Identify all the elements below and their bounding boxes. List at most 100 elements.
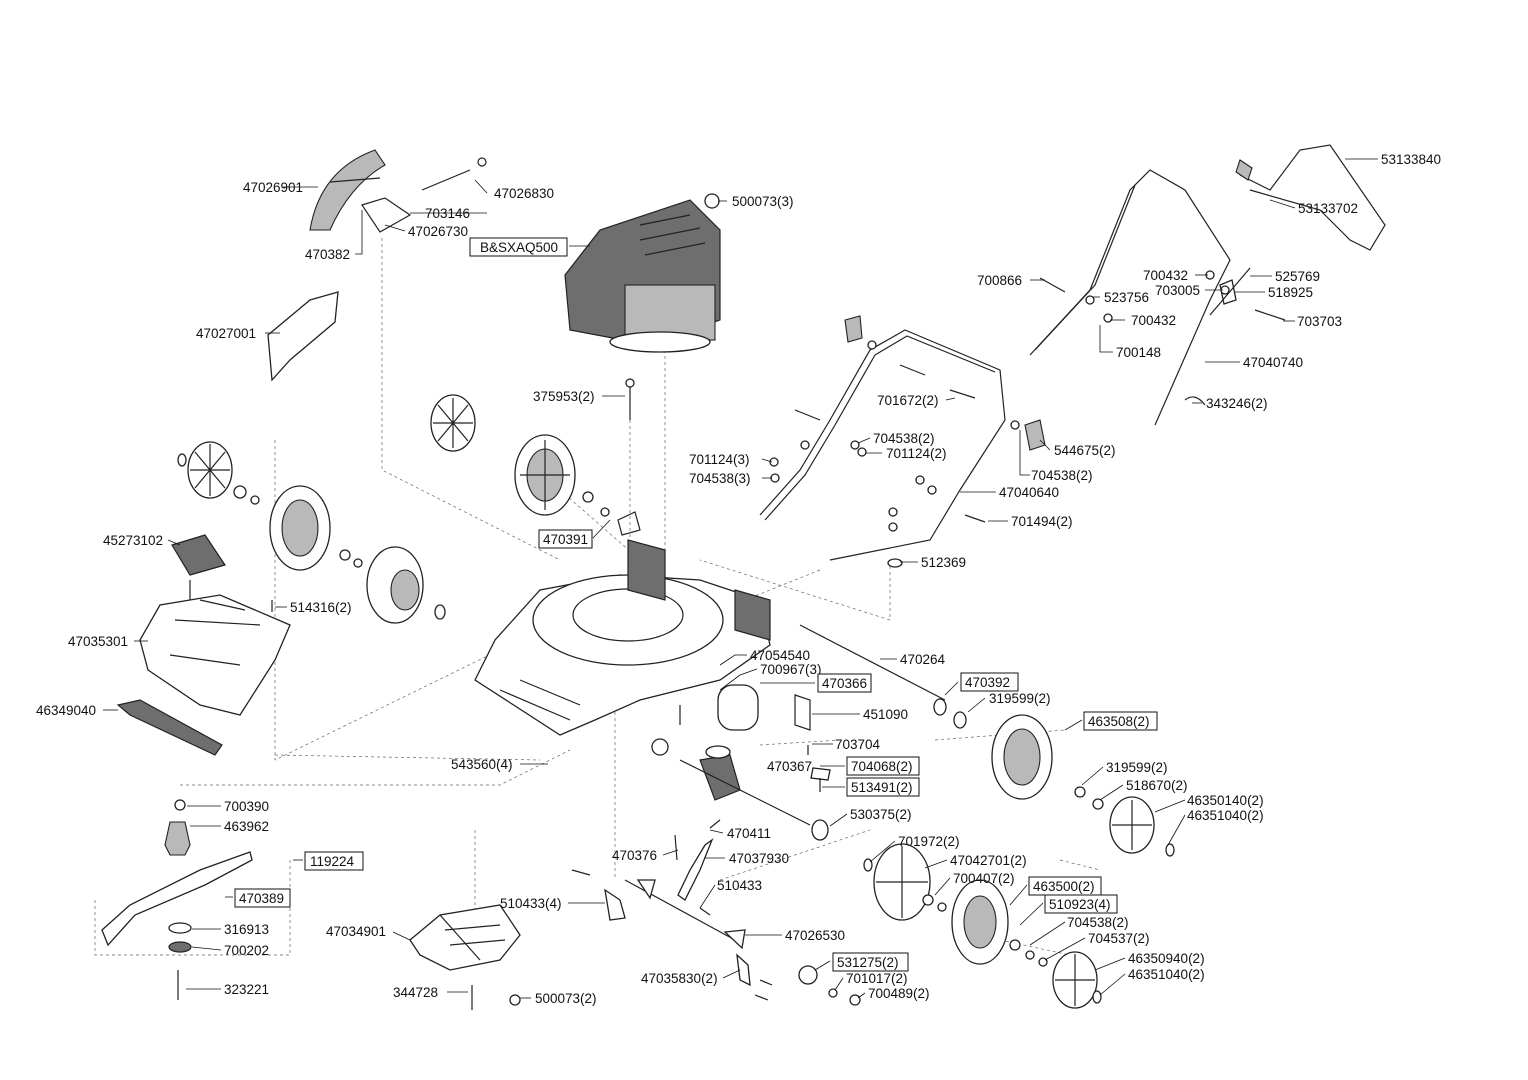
part-label: 700407(2)	[953, 871, 1015, 886]
blade-adapter-part	[164, 821, 191, 856]
part-label: 470382	[305, 247, 350, 262]
part-label: 470366	[822, 676, 867, 691]
logo-badge	[171, 534, 226, 576]
part-label: 47035830(2)	[641, 971, 718, 986]
part-number-labels: 47026901 47026830 703146 47026730 470382…	[36, 152, 1441, 1006]
part-label: 518670(2)	[1126, 778, 1188, 793]
parts-drawings	[101, 144, 1386, 1010]
lower-handle-part	[759, 329, 1006, 561]
part-label: 47026730	[408, 224, 468, 239]
part-label: 700489(2)	[868, 986, 930, 1001]
boxed-part-label: 119224	[304, 851, 364, 871]
boxed-part-label: 470392	[960, 672, 1019, 692]
deck-part	[474, 539, 771, 736]
boxed-part-label: 470391	[538, 529, 593, 549]
part-label: 525769	[1275, 269, 1320, 284]
part-label: 319599(2)	[1106, 760, 1168, 775]
part-label: 703703	[1297, 314, 1342, 329]
boxed-part-label: 704068(2)	[846, 756, 920, 776]
part-label: 700432	[1131, 313, 1176, 328]
part-label: 701494(2)	[1011, 514, 1073, 529]
part-label: 46349040	[36, 703, 96, 718]
drive-belt-part	[717, 684, 759, 731]
part-label: 701672(2)	[877, 393, 939, 408]
part-label: 544675(2)	[1054, 443, 1116, 458]
upper-handle-part	[1029, 169, 1231, 426]
part-label: 47026830	[494, 186, 554, 201]
boxed-part-label: 463500(2)	[1028, 876, 1102, 896]
part-label: 543560(4)	[451, 757, 513, 772]
boxed-part-label: 470366	[817, 673, 872, 693]
part-label: 470391	[543, 532, 588, 547]
part-label: 470376	[612, 848, 657, 863]
boxed-part-label: 470389	[234, 888, 291, 908]
part-label: 701124(3)	[689, 452, 750, 467]
part-label: 46350940(2)	[1128, 951, 1205, 966]
part-label: 704538(2)	[1031, 468, 1093, 483]
part-label: 47034901	[326, 924, 386, 939]
part-label: 344728	[393, 985, 438, 1000]
part-label: 704068(2)	[851, 759, 913, 774]
part-label: 470411	[727, 826, 771, 841]
part-label: 510433(4)	[500, 896, 562, 911]
wheel-lower	[269, 485, 331, 571]
part-label: 701017(2)	[846, 971, 908, 986]
front-hubcap-right	[1052, 951, 1098, 1009]
lever-part	[677, 838, 714, 901]
boxed-part-label: B&SXAQ500	[469, 237, 568, 257]
part-label: 46350140(2)	[1187, 793, 1264, 808]
part-label: 514316(2)	[290, 600, 352, 615]
leader-lines	[103, 158, 1378, 999]
part-label: 703005	[1155, 283, 1200, 298]
wheel-upper	[514, 434, 576, 516]
part-label: 703704	[835, 737, 881, 752]
part-label: 451090	[863, 707, 908, 722]
rear-wheel-right-upper	[991, 714, 1053, 800]
wheel-hubcap-lower	[187, 441, 233, 499]
part-label: 47054540	[750, 648, 810, 663]
part-label: 701124(2)	[886, 446, 947, 461]
part-label: 47040740	[1243, 355, 1303, 370]
part-label: 46351040(2)	[1128, 967, 1205, 982]
rear-flap-part	[267, 291, 339, 382]
part-label: 703146	[425, 206, 470, 221]
hubcap-right-upper	[1109, 796, 1155, 854]
flap-cover-part	[309, 149, 386, 231]
part-label: 704537(2)	[1088, 931, 1150, 946]
part-label: 512369	[921, 555, 966, 570]
boxed-part-label: 510923(4)	[1044, 894, 1118, 914]
part-label: 704538(3)	[689, 471, 751, 486]
part-label: 463508(2)	[1088, 714, 1150, 729]
part-label: 47035301	[68, 634, 128, 649]
part-label: 704538(2)	[1067, 915, 1129, 930]
part-label: 500073(2)	[535, 991, 597, 1006]
part-label: 47042701(2)	[950, 853, 1027, 868]
part-label: 510923(4)	[1049, 897, 1111, 912]
part-label: 463962	[224, 819, 269, 834]
part-label: 700967(3)	[760, 662, 822, 677]
part-label: 523756	[1104, 290, 1149, 305]
gearbox-part	[679, 745, 811, 826]
mulch-plug-disc	[366, 546, 424, 624]
part-label: 704538(2)	[873, 431, 935, 446]
baffle-part	[409, 904, 521, 971]
alignment-guides	[94, 238, 1101, 956]
part-label: 375953(2)	[533, 389, 595, 404]
part-label: 47040640	[999, 485, 1059, 500]
bar-part	[116, 699, 223, 756]
part-label: 513491(2)	[851, 780, 913, 795]
handle-knob-part	[844, 315, 863, 343]
part-label: 316913	[224, 922, 269, 937]
boxed-part-label: 513491(2)	[846, 777, 920, 797]
part-label: 700432	[1143, 268, 1188, 283]
part-label: 700390	[224, 799, 269, 814]
part-label: 47037930	[729, 851, 789, 866]
part-label: 53133840	[1381, 152, 1441, 167]
front-wheel-right	[951, 879, 1009, 965]
boxed-part-label: 463508(2)	[1083, 711, 1158, 731]
bail-handle-part	[1239, 144, 1386, 251]
part-label: 53133702	[1298, 201, 1358, 216]
wheel-hubcap-upper	[430, 394, 476, 452]
part-label: 470392	[965, 675, 1010, 690]
